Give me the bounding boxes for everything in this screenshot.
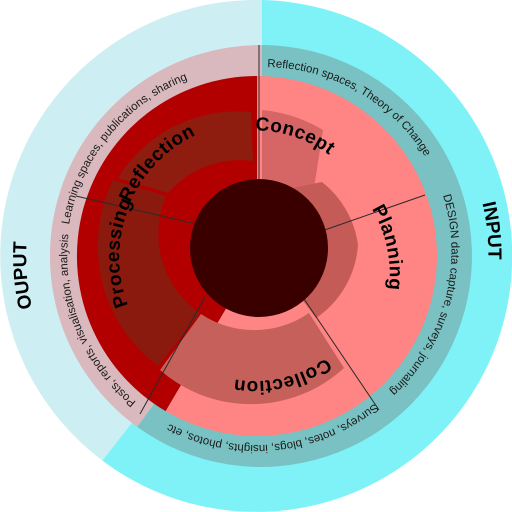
hub bbox=[190, 179, 328, 317]
divider-bottom-right bbox=[297, 289, 380, 411]
divider-left bbox=[75, 195, 197, 225]
divider-right bbox=[315, 194, 426, 234]
divider-bottom-left bbox=[139, 296, 206, 415]
dividers bbox=[75, 45, 426, 415]
arrow-segment-reflection bbox=[118, 111, 253, 193]
arrow-segment-collection bbox=[160, 313, 344, 405]
arrow-segment-processing bbox=[97, 180, 200, 366]
arrow-segment-concept bbox=[262, 110, 323, 190]
